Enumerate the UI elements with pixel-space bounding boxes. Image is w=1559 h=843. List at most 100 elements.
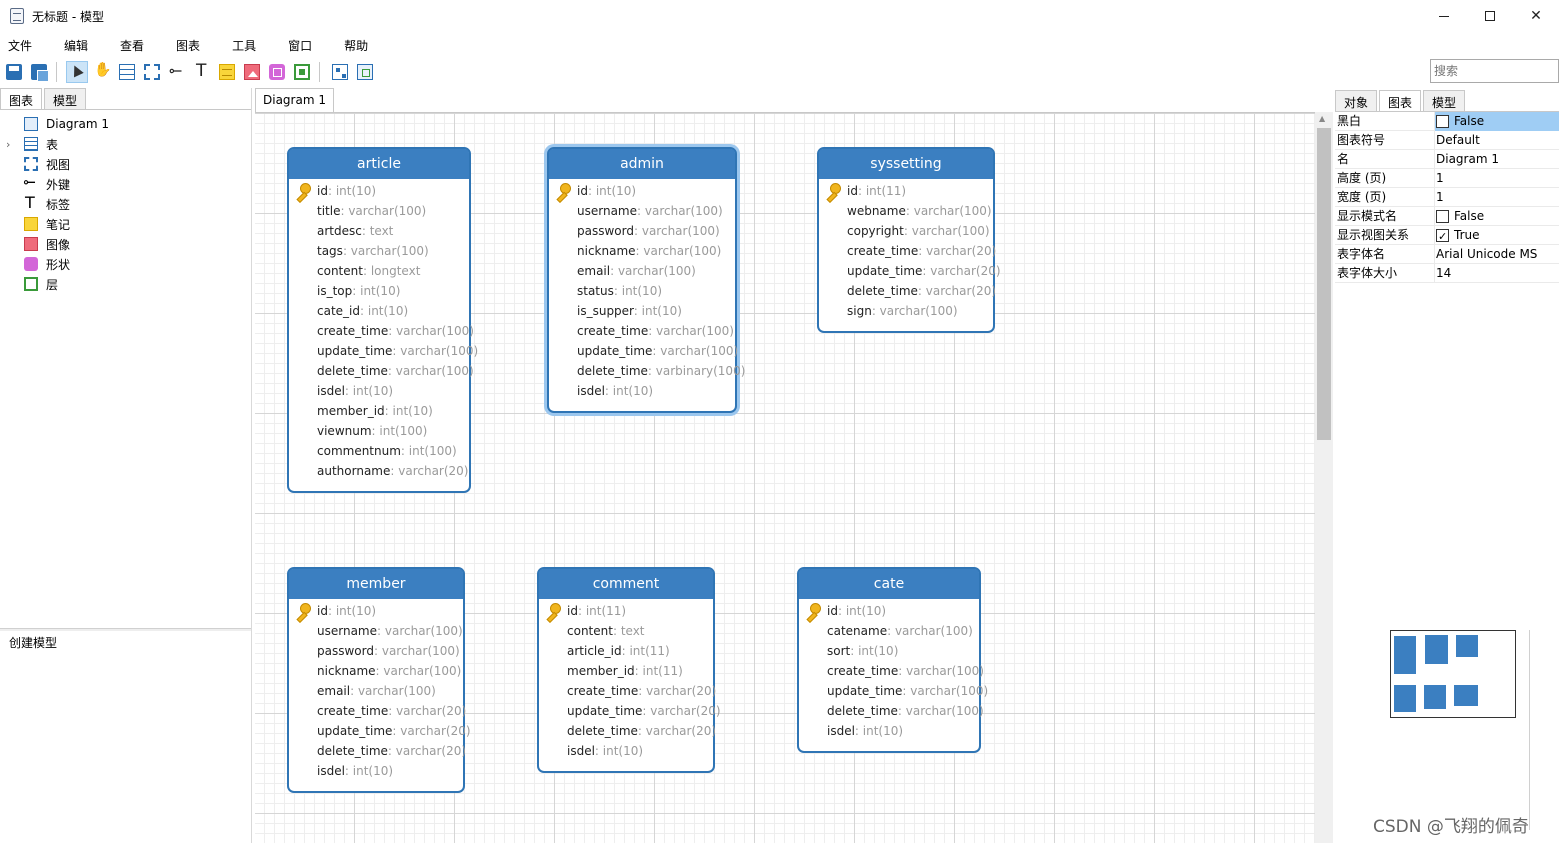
field-row[interactable]: member_id: int(10)	[289, 401, 469, 421]
property-value[interactable]: False	[1435, 111, 1559, 131]
new-table-button[interactable]	[116, 61, 138, 83]
property-value[interactable]: 14	[1435, 264, 1559, 283]
property-value[interactable]: True	[1435, 226, 1559, 246]
scroll-up-icon[interactable]: ▲	[1319, 114, 1326, 123]
entity-title[interactable]: cate	[799, 569, 979, 599]
field-row[interactable]: id: int(11)	[819, 181, 993, 201]
field-row[interactable]: content: text	[539, 621, 713, 641]
field-row[interactable]: create_time: varchar(20)	[819, 241, 996, 261]
field-row[interactable]: title: varchar(100)	[289, 201, 469, 221]
menu-edit[interactable]: 编辑	[64, 38, 89, 53]
field-row[interactable]: article_id: int(11)	[539, 641, 713, 661]
field-row[interactable]: webname: varchar(100)	[819, 201, 993, 221]
field-row[interactable]: id: int(11)	[539, 601, 713, 621]
field-row[interactable]: id: int(10)	[289, 601, 463, 621]
menu-window[interactable]: 窗口	[288, 38, 313, 53]
property-checkbox[interactable]	[1436, 209, 1449, 223]
field-row[interactable]: nickname: varchar(100)	[289, 661, 463, 681]
hand-tool-button[interactable]	[91, 61, 113, 83]
field-row[interactable]: nickname: varchar(100)	[549, 241, 735, 261]
minimize-button[interactable]	[1421, 0, 1467, 32]
tab-diagram-1[interactable]: Diagram 1	[255, 88, 334, 112]
field-row[interactable]: isdel: int(10)	[289, 761, 463, 781]
field-row[interactable]: create_time: varchar(20)	[289, 701, 466, 721]
field-row[interactable]: is_supper: int(10)	[549, 301, 735, 321]
field-row[interactable]: artdesc: text	[289, 221, 469, 241]
tree-item[interactable]: 外键	[0, 174, 251, 194]
tree-item[interactable]: 层	[0, 274, 251, 294]
vertical-scrollbar[interactable]: ▲	[1315, 112, 1333, 843]
new-shape-button[interactable]	[266, 61, 288, 83]
tab-model[interactable]: 模型	[44, 88, 87, 109]
save-as-button[interactable]	[28, 61, 50, 83]
new-foreign-key-button[interactable]	[166, 61, 188, 83]
field-row[interactable]: password: varchar(100)	[289, 641, 463, 661]
tab-diagram-props[interactable]: 图表	[1379, 90, 1422, 111]
new-view-button[interactable]	[141, 61, 163, 83]
field-row[interactable]: authorname: varchar(20)	[289, 461, 469, 481]
field-row[interactable]: email: varchar(100)	[549, 261, 735, 281]
entity-title[interactable]: member	[289, 569, 463, 599]
field-row[interactable]: create_time: varchar(20)	[539, 681, 716, 701]
menu-file[interactable]: 文件	[8, 38, 33, 53]
field-row[interactable]: email: varchar(100)	[289, 681, 463, 701]
tab-diagram[interactable]: 图表	[0, 88, 43, 109]
property-value[interactable]: Default	[1435, 131, 1559, 150]
field-row[interactable]: delete_time: varchar(20)	[289, 741, 466, 761]
search-input[interactable]	[1430, 59, 1559, 83]
field-row[interactable]: status: int(10)	[549, 281, 735, 301]
entity-title[interactable]: admin	[549, 149, 735, 179]
menu-help[interactable]: 帮助	[344, 38, 369, 53]
field-row[interactable]: password: varchar(100)	[549, 221, 735, 241]
property-value[interactable]: 1	[1435, 188, 1559, 207]
field-row[interactable]: isdel: int(10)	[289, 381, 469, 401]
menu-view[interactable]: 查看	[120, 38, 145, 53]
entity-title[interactable]: article	[289, 149, 469, 179]
property-value[interactable]: 1	[1435, 169, 1559, 188]
field-row[interactable]: sort: int(10)	[799, 641, 979, 661]
field-row[interactable]: isdel: int(10)	[799, 721, 979, 741]
field-row[interactable]: is_top: int(10)	[289, 281, 469, 301]
tree-item[interactable]: 形状	[0, 254, 251, 274]
field-row[interactable]: update_time: varchar(20)	[819, 261, 1001, 281]
menu-tools[interactable]: 工具	[232, 38, 257, 53]
field-row[interactable]: delete_time: varbinary(100)	[549, 361, 745, 381]
field-row[interactable]: update_time: varchar(100)	[289, 341, 478, 361]
new-label-button[interactable]	[191, 61, 213, 83]
field-row[interactable]: delete_time: varchar(100)	[289, 361, 474, 381]
tree-item[interactable]: ›表	[0, 134, 251, 154]
field-row[interactable]: id: int(10)	[289, 181, 469, 201]
tab-object[interactable]: 对象	[1335, 90, 1378, 111]
property-value[interactable]: Diagram 1	[1435, 150, 1559, 169]
save-button[interactable]	[3, 61, 25, 83]
expand-arrow-icon[interactable]: ›	[6, 137, 11, 151]
field-row[interactable]: username: varchar(100)	[289, 621, 463, 641]
property-value[interactable]: False	[1435, 207, 1559, 226]
field-row[interactable]: isdel: int(10)	[549, 381, 735, 401]
field-row[interactable]: content: longtext	[289, 261, 469, 281]
field-row[interactable]: member_id: int(11)	[539, 661, 713, 681]
field-row[interactable]: viewnum: int(100)	[289, 421, 469, 441]
field-row[interactable]: id: int(10)	[549, 181, 735, 201]
menu-diagram[interactable]: 图表	[176, 38, 201, 53]
tab-model-props[interactable]: 模型	[1423, 90, 1466, 111]
field-row[interactable]: update_time: varchar(20)	[539, 701, 721, 721]
field-row[interactable]: commentnum: int(100)	[289, 441, 469, 461]
pointer-tool-button[interactable]	[66, 61, 88, 83]
field-row[interactable]: create_time: varchar(100)	[799, 661, 984, 681]
entity-title[interactable]: comment	[539, 569, 713, 599]
tree-item[interactable]: 图像	[0, 234, 251, 254]
scrollbar-thumb[interactable]	[1317, 128, 1331, 440]
field-row[interactable]: tags: varchar(100)	[289, 241, 469, 261]
property-checkbox[interactable]	[1436, 114, 1449, 128]
tree-item[interactable]: 笔记	[0, 214, 251, 234]
new-note-button[interactable]	[216, 61, 238, 83]
field-row[interactable]: copyright: varchar(100)	[819, 221, 993, 241]
field-row[interactable]: update_time: varchar(100)	[549, 341, 738, 361]
field-row[interactable]: update_time: varchar(100)	[799, 681, 988, 701]
field-row[interactable]: delete_time: varchar(100)	[799, 701, 984, 721]
